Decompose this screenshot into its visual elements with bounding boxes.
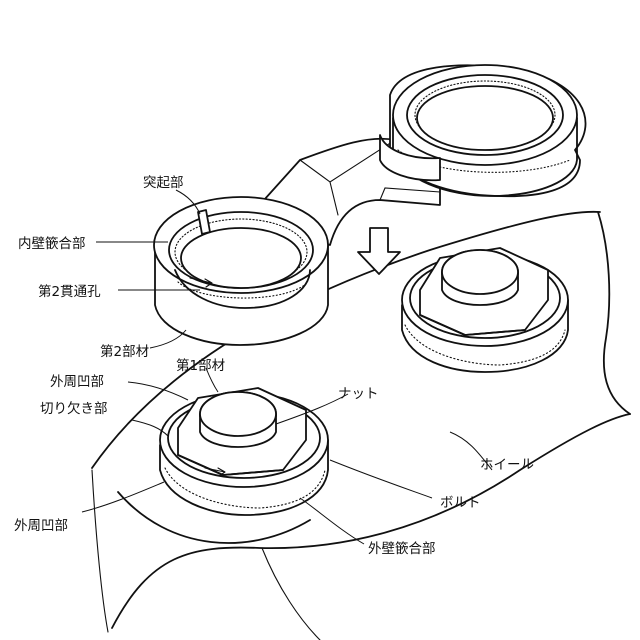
label-outer-wall-fitting: 外壁篏合部 [368, 540, 436, 557]
lug-nut-assembly-right [402, 248, 568, 372]
label-first-member: 第1部材 [176, 357, 225, 374]
label-second-through-hole: 第2貫通孔 [38, 283, 101, 300]
label-notch: 切り欠き部 [40, 401, 108, 417]
label-inner-wall-fitting: 内壁篏合部 [18, 235, 86, 252]
second-member-ring [154, 197, 328, 345]
label-protrusion: 突起部 [143, 175, 184, 191]
label-bolt: ボルト [440, 495, 481, 511]
down-arrow-icon [358, 228, 400, 274]
label-wheel: ホイール [480, 457, 534, 473]
label-second-member: 第2部材 [100, 343, 149, 360]
label-nut: ナット [338, 386, 379, 402]
large-ring [380, 65, 586, 196]
label-outer-recess-top: 外周凹部 [50, 374, 104, 390]
label-outer-recess-bottom: 外周凹部 [14, 518, 68, 534]
lug-nut-assembly-left [160, 388, 328, 515]
